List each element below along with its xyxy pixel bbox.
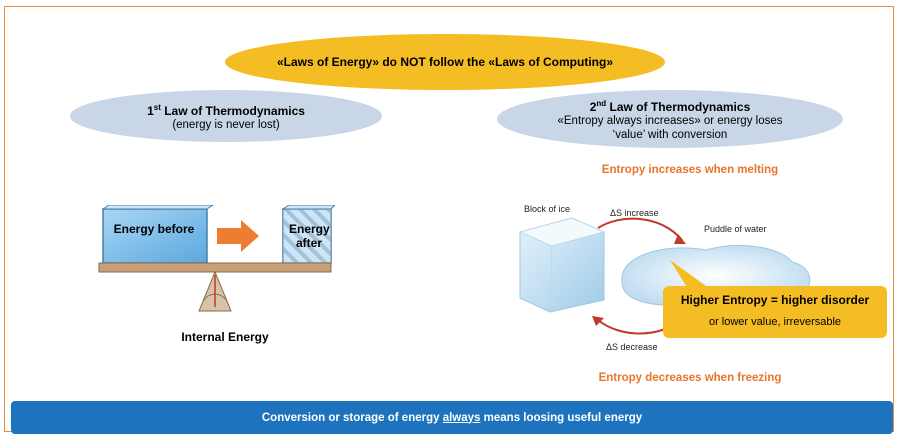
ice-block-icon [518, 217, 606, 313]
entropy-callout: Higher Entropy = higher disorder or lowe… [663, 286, 887, 338]
main-title-ellipse: «Laws of Energy» do NOT follow the «Laws… [225, 34, 665, 90]
puddle-of-water-label: Puddle of water [704, 224, 767, 234]
second-law-subtitle-2: ‘value’ with conversion [612, 128, 728, 141]
block-of-ice-label: Block of ice [524, 204, 571, 214]
box-before-top [101, 205, 214, 210]
callout-pointer [670, 260, 706, 286]
banner-text: Conversion or storage of energy always m… [261, 411, 643, 424]
increase-arrow-icon [597, 217, 683, 241]
conclusion-banner: Conversion or storage of energy always m… [11, 401, 893, 434]
callout-title: Higher Entropy = higher disorder [680, 293, 870, 307]
second-law-subtitle-1: «Entropy always increases» or energy los… [557, 114, 783, 127]
first-law-ellipse: 1st Law of Thermodynamics (energy is nev… [70, 90, 382, 142]
balance-scale-illustration [98, 205, 335, 312]
entropy-freezing-heading: Entropy decreases when freezing [598, 372, 782, 384]
first-law-subtitle: (energy is never lost) [172, 118, 280, 131]
delta-s-decrease-label: ΔS decrease [606, 342, 658, 352]
second-law-ellipse: 2nd Law of Thermodynamics «Entropy alway… [497, 90, 843, 148]
second-law-title: 2nd Law of Thermodynamics [589, 98, 751, 114]
box-before [102, 208, 208, 264]
entropy-melting-heading: Entropy increases when melting [601, 164, 779, 176]
main-title: «Laws of Energy» do NOT follow the «Laws… [276, 55, 614, 69]
delta-s-increase-label: ΔS increase [610, 208, 659, 218]
transfer-arrow-icon [217, 220, 259, 252]
box-after [282, 208, 332, 264]
box-after-label: Energy after [289, 222, 330, 250]
box-before-label: Energy before [113, 222, 195, 236]
scale-beam [98, 262, 332, 273]
first-law-title: 1st Law of Thermodynamics [147, 102, 305, 118]
callout-subtitle: or lower value, irreversable [708, 316, 842, 328]
internal-energy-caption: Internal Energy [181, 330, 269, 344]
